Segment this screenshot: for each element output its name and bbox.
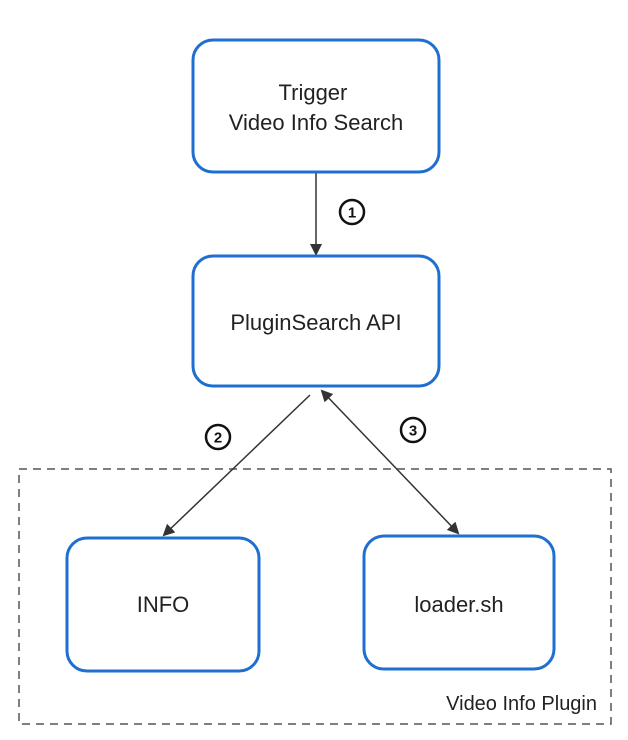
node-trigger: Trigger Video Info Search [191,38,441,174]
edge-api-to-info [162,394,311,537]
node-trigger-line-2: Video Info Search [229,110,404,135]
step-badge-2: 2 [204,423,232,451]
node-loader-sh: loader.sh [362,534,556,671]
step-badge-3-label: 3 [409,423,417,440]
step-badge-2-label: 2 [214,430,222,447]
plugin-group-label: Video Info Plugin [446,693,597,715]
step-badge-1: 1 [338,198,366,226]
step-badge-3: 3 [399,416,427,444]
edge-api-loader-bidirectional [320,389,460,535]
step-badge-1-label: 1 [348,205,356,222]
node-plugin-search-api-label: PluginSearch API [230,310,401,335]
node-trigger-line-1: Trigger [279,80,348,105]
node-trigger-label: Trigger Video Info Search [229,80,404,135]
plugin-group: Video Info Plugin [18,468,612,725]
node-info: INFO [65,536,261,673]
node-info-label: INFO [137,592,190,617]
plugin-group-border [18,468,612,725]
node-plugin-search-api: PluginSearch API [191,254,441,388]
node-loader-sh-label: loader.sh [414,592,503,617]
